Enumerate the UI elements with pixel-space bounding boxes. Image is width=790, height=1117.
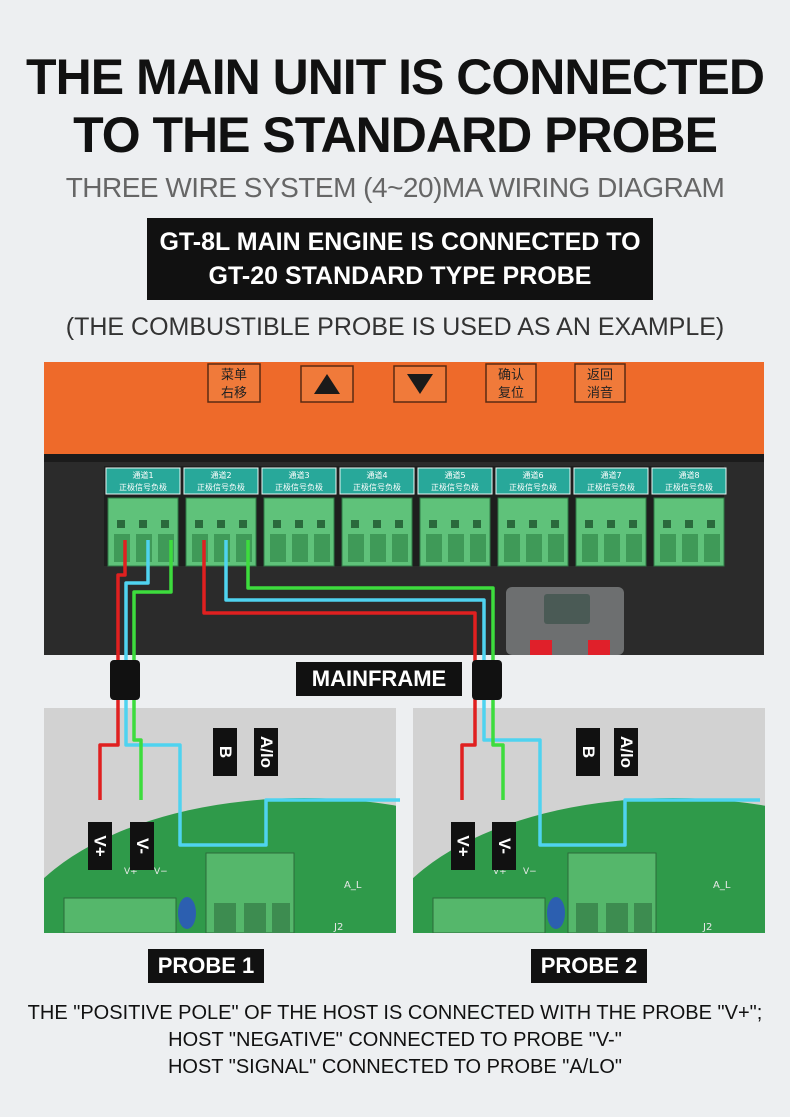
board-al-mark: A_L: [344, 880, 362, 891]
board-vminus-mark: V−: [154, 867, 168, 877]
probe-1-tag-b: B: [213, 728, 237, 776]
channel-terminal-7: 通道7 正极信号负极: [573, 467, 649, 567]
probe-1-signal-wire: [124, 540, 400, 847]
probe-1-tag-vminus: V-: [130, 822, 154, 870]
channel-1-label: 通道1: [132, 470, 153, 480]
probe-1-cable-sleeve: [110, 660, 140, 700]
channel-terminal-5: 通道5 正极信号负极: [417, 467, 493, 567]
probe-2-tag-vplus-text: V+: [454, 835, 473, 857]
channel-8-label: 通道8: [678, 470, 699, 480]
menu-label: 菜单: [221, 368, 247, 383]
channel-terminal-4: 通道4 正极信号负极: [339, 467, 415, 567]
wiring-note-1: THE "POSITIVE POLE" OF THE HOST IS CONNE…: [27, 1002, 763, 1024]
mute-label: 消音: [587, 385, 613, 401]
menu-button: 菜单 右移: [207, 363, 261, 403]
channel-terminal-8: 通道8 正极信号负极: [651, 467, 727, 567]
banner-line-1: GT-8L MAIN ENGINE IS CONNECTED TO: [159, 228, 641, 256]
board-vplus-mark: V+: [493, 867, 507, 877]
back-label: 返回: [587, 368, 613, 383]
board-j2-mark: J2: [702, 922, 712, 933]
back-button: 返回 消音: [574, 363, 626, 403]
reset-label: 复位: [498, 386, 524, 401]
title-line-2: TO THE STANDARD PROBE: [73, 107, 718, 163]
probe-1-tag-b-text: B: [216, 745, 235, 759]
probe-1-tag-vminus-text: V-: [133, 837, 152, 855]
probe-2-cable-sleeve: [472, 660, 502, 700]
probe-2-tag-alo-text: A/lo: [617, 735, 637, 769]
channel-terminal-6: 通道6 正极信号负极: [495, 467, 571, 567]
main-unit-illustration: 菜单 右移 确认 复位 返回 消音 通道1正极信号负极通道2正极信号负极通道3正…: [44, 362, 764, 655]
down-arrow-button: [393, 365, 447, 403]
banner-line-2: GT-20 STANDARD TYPE PROBE: [208, 262, 592, 290]
channel-terminal-2: 通道2 正极信号负极: [183, 467, 259, 567]
board-vminus-mark: V−: [523, 867, 537, 877]
power-switch-module: [506, 587, 624, 655]
confirm-button: 确认 复位: [485, 363, 537, 403]
channel-6-label: 通道6: [522, 470, 543, 480]
probe-1-tag-alo-text: A/lo: [257, 735, 277, 769]
subtitle: THREE WIRE SYSTEM (4~20)MA WIRING DIAGRA…: [65, 172, 725, 203]
probe-2-tag-vminus: V-: [492, 822, 516, 870]
probe-2-label: PROBE 2: [531, 949, 647, 983]
channel-5-pins: 正极信号负极: [431, 482, 479, 492]
up-arrow-button: [300, 365, 354, 403]
channel-7-pins: 正极信号负极: [587, 482, 635, 492]
wiring-note-2: HOST "NEGATIVE" CONNECTED TO PROBE "V-": [168, 1029, 622, 1051]
probe-2-tag-vplus: V+: [451, 822, 475, 870]
banner-box: GT-8L MAIN ENGINE IS CONNECTED TO GT-20 …: [147, 218, 653, 300]
board-j2-mark: J2: [333, 922, 343, 933]
channel-terminal-3: 通道3 正极信号负极: [261, 467, 337, 567]
probe-1-tag-vplus: V+: [88, 822, 112, 870]
probe-2-tag-vminus-text: V-: [495, 837, 514, 855]
channel-3-label: 通道3: [288, 470, 309, 480]
confirm-label: 确认: [498, 368, 524, 383]
title-line-1: THE MAIN UNIT IS CONNECTED: [26, 49, 765, 105]
probe-2-tag-b: B: [576, 728, 600, 776]
channel-4-pins: 正极信号负极: [353, 482, 401, 492]
up-arrow-icon: [314, 374, 340, 394]
probe-1-label: PROBE 1: [148, 949, 264, 983]
channel-3-pins: 正极信号负极: [275, 482, 323, 492]
board-al-mark: A_L: [713, 880, 731, 891]
probe-2-tag-b-text: B: [579, 745, 598, 759]
down-arrow-icon: [407, 374, 433, 394]
probe-2-tag-alo: A/lo: [614, 728, 638, 776]
channel-8-pins: 正极信号负极: [665, 482, 713, 492]
channel-6-pins: 正极信号负极: [509, 482, 557, 492]
example-note: (THE COMBUSTIBLE PROBE IS USED AS AN EXA…: [65, 313, 725, 341]
board-vplus-mark: V+: [124, 867, 138, 877]
channel-7-label: 通道7: [600, 470, 621, 480]
probe-1-tag-vplus-text: V+: [91, 835, 110, 857]
channel-4-label: 通道4: [366, 470, 387, 480]
channel-2-label: 通道2: [210, 470, 231, 480]
mainframe-label: MAINFRAME: [296, 662, 462, 696]
channel-1-pins: 正极信号负极: [119, 482, 167, 492]
right-shift-label: 右移: [221, 386, 247, 401]
probe-2-signal-wire: [224, 540, 760, 847]
wiring-notes: THE "POSITIVE POLE" OF THE HOST IS CONNE…: [0, 1000, 790, 1081]
wiring-note-3: HOST "SIGNAL" CONNECTED TO PROBE "A/LO": [167, 1056, 623, 1078]
page-title: THE MAIN UNIT IS CONNECTED TO THE STANDA…: [0, 48, 790, 164]
channel-5-label: 通道5: [444, 470, 465, 480]
probe-1-tag-alo: A/lo: [254, 728, 278, 776]
channel-2-pins: 正极信号负极: [197, 482, 245, 492]
